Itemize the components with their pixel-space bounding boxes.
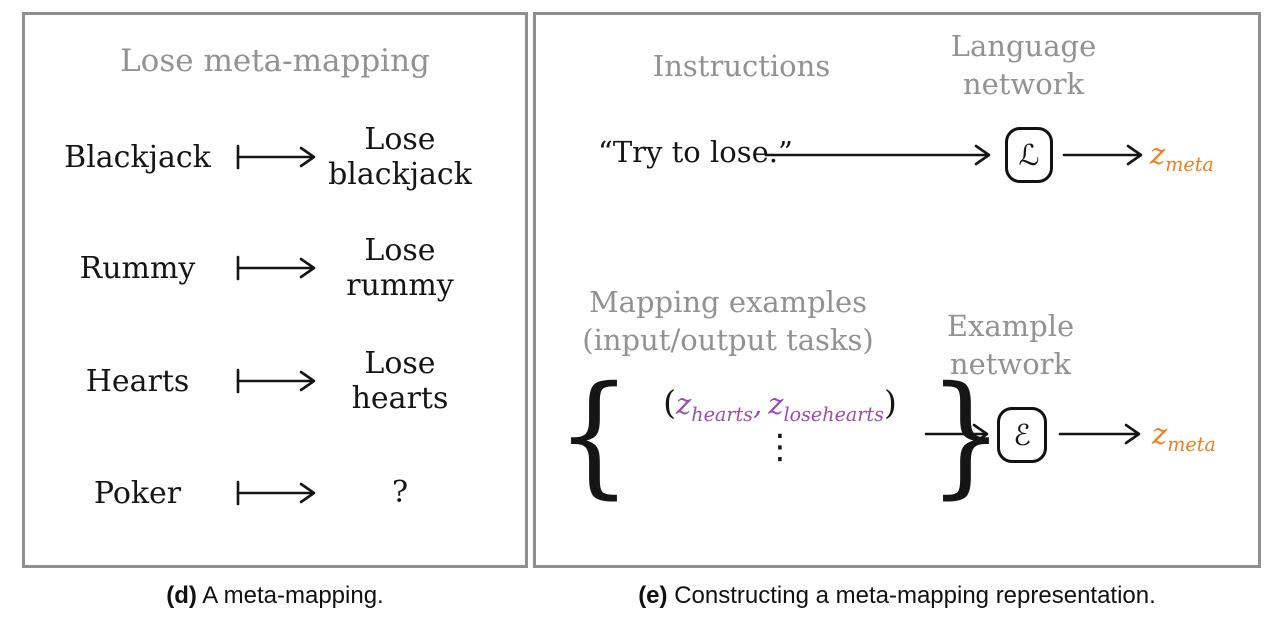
z-var: z [768,387,784,421]
z-meta-var: z [1152,417,1168,451]
instructions-label: Instructions [652,49,831,83]
mapping-target-line: ? [391,475,409,511]
example-network-label-line: Example [946,309,1075,343]
right-arrow-icon [1062,141,1146,169]
mapping-target-line: hearts [351,381,449,416]
pair-comma: , [752,387,763,421]
instruction-quote: “Try to lose.” [598,135,793,169]
example-network-box: ℰ [997,407,1047,463]
open-paren: ( [663,383,677,422]
mapping-examples-label: Mapping examples (input/output tasks) [544,283,912,360]
z-meta-output: zmeta [1152,417,1216,456]
language-network-label-line: Language [950,29,1097,63]
mapping-target-line: Lose [364,232,436,268]
z-losehearts-var: zlosehearts [768,387,884,426]
language-network-symbol: ℒ [1018,138,1040,172]
right-arrow-icon [924,420,992,448]
right-arrow-icon [764,141,994,169]
panel-d-meta-mapping: Lose meta-mapping Blackjack Lose blackja… [22,12,528,568]
open-brace: { [556,358,632,512]
example-set: { (zhearts,zlosehearts) ⋮ } [552,367,1008,503]
mapping-row: Blackjack Lose blackjack [25,111,525,203]
caption-e-text: Constructing a meta-mapping representati… [667,582,1156,609]
mapping-examples-label-line: Mapping examples [588,285,868,319]
panel-e-representation: Instructions Language network “Try to lo… [533,12,1261,568]
z-meta-var: z [1150,137,1166,171]
mapping-target: Lose blackjack [315,111,485,203]
caption-d: (d) A meta-mapping. [22,582,528,610]
vertical-ellipsis: ⋮ [762,427,797,467]
language-network-label-line: network [962,67,1085,102]
mapping-source: Hearts [85,363,190,399]
z-var: z [676,387,692,421]
mapping-source: Rummy [79,250,196,286]
close-paren: ) [883,383,897,422]
mapping-row: Poker ? [25,447,525,539]
maps-to-arrow-icon [235,367,319,395]
caption-d-label: (d) [166,582,197,609]
z-meta-output: zmeta [1150,137,1214,176]
mapping-target: ? [315,447,485,539]
mapping-target-line: rummy [346,268,454,303]
task-pair: (zhearts,zlosehearts) [636,383,924,426]
caption-e-label: (e) [638,582,668,609]
language-network-box: ℒ [1005,127,1053,183]
example-network-symbol: ℰ [1013,418,1031,452]
z-losehearts-subscript: losehearts [783,402,884,426]
mapping-source: Blackjack [64,139,211,175]
z-hearts-subscript: hearts [691,402,753,426]
example-set-content: (zhearts,zlosehearts) ⋮ [636,369,924,501]
maps-to-arrow-icon [235,479,319,507]
mapping-target-line: Lose [364,345,436,381]
maps-to-arrow-icon [235,143,319,171]
mapping-target: Lose rummy [315,222,485,314]
z-meta-subscript: meta [1167,432,1216,456]
mapping-target-line: blackjack [328,157,472,192]
panel-d-title: Lose meta-mapping [120,43,430,79]
mapping-target: Lose hearts [315,335,485,427]
maps-to-arrow-icon [235,254,319,282]
mapping-row: Hearts Lose hearts [25,335,525,427]
example-network-label: Example network [908,307,1113,384]
mapping-row: Rummy Lose rummy [25,222,525,314]
mapping-source: Poker [93,475,182,511]
right-arrow-icon [1058,420,1144,448]
z-meta-subscript: meta [1165,152,1214,176]
caption-d-text: A meta-mapping. [196,582,384,609]
example-network-label-line: network [949,347,1072,382]
mapping-examples-label-line: (input/output tasks) [582,323,874,358]
caption-e: (e) Constructing a meta-mapping represen… [533,582,1261,610]
language-network-label: Language network [921,27,1126,104]
z-hearts-var: zhearts [676,387,753,426]
mapping-target-line: Lose [364,121,436,157]
